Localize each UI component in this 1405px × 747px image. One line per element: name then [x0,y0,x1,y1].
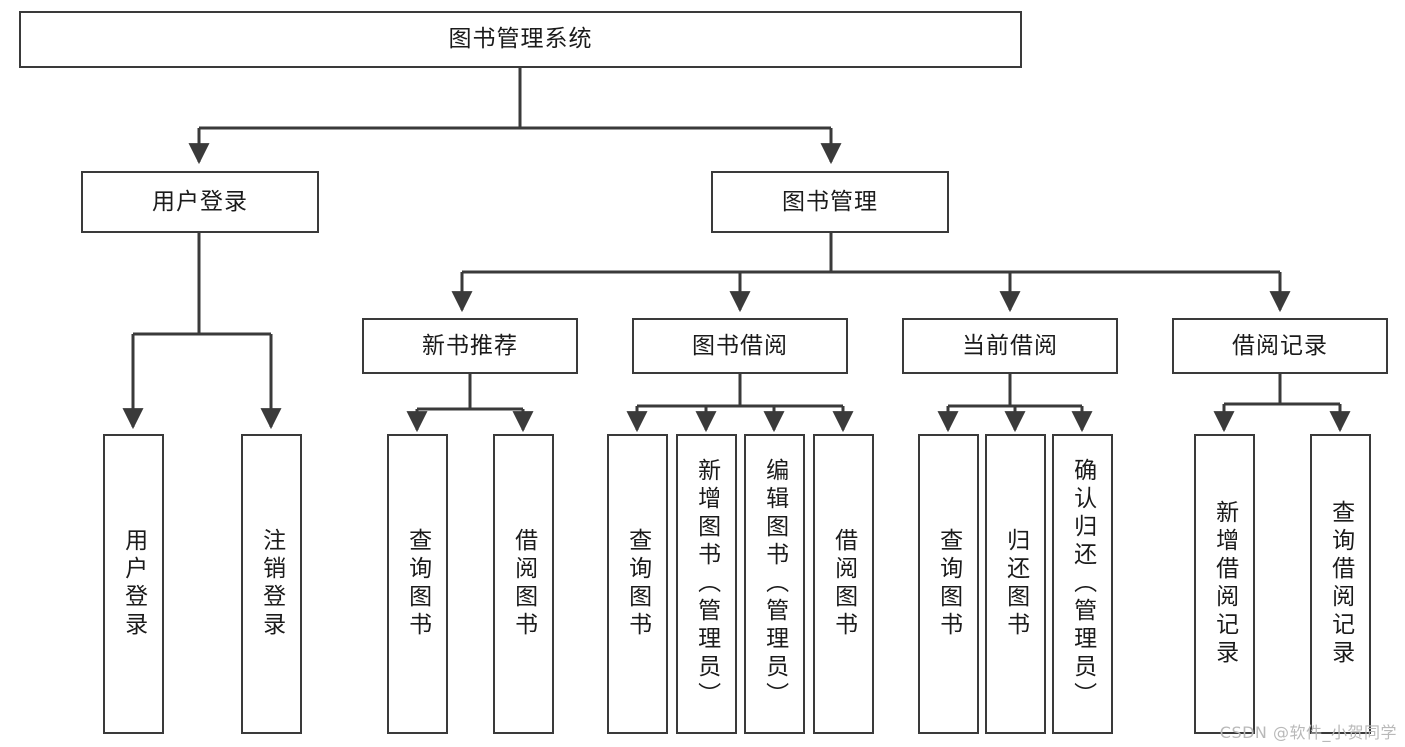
node-label: 借阅图书 [830,528,857,640]
node-leaf-add-borrow-record[interactable]: 新增借阅记录 [1194,434,1255,734]
node-label: 新增借阅记录 [1211,500,1238,668]
node-leaf-add-book[interactable]: 新增图书（管理员） [676,434,737,734]
node-label: 归还图书 [1002,528,1029,640]
node-leaf-query-book-2[interactable]: 查询图书 [607,434,668,734]
node-label: 确认归还（管理员） [1069,458,1096,710]
node-label: 新增图书（管理员） [693,458,720,710]
node-label: 当前借阅 [962,332,1058,359]
node-borrow-record[interactable]: 借阅记录 [1172,318,1388,374]
node-book-borrow[interactable]: 图书借阅 [632,318,848,374]
node-label: 用户登录 [120,528,147,640]
node-label: 查询借阅记录 [1327,500,1354,668]
node-label: 查询图书 [404,528,431,640]
node-label: 编辑图书（管理员） [761,458,788,710]
node-leaf-confirm-return[interactable]: 确认归还（管理员） [1052,434,1113,734]
node-current-borrow[interactable]: 当前借阅 [902,318,1118,374]
node-book-management[interactable]: 图书管理 [711,171,949,233]
node-system-root[interactable]: 图书管理系统 [19,11,1022,68]
node-leaf-edit-book[interactable]: 编辑图书（管理员） [744,434,805,734]
node-label: 新书推荐 [422,332,518,359]
node-label: 查询图书 [624,528,651,640]
node-leaf-query-borrow-record[interactable]: 查询借阅记录 [1310,434,1371,734]
node-label: 图书管理 [782,188,878,215]
node-label: 查询图书 [935,528,962,640]
node-leaf-user-login[interactable]: 用户登录 [103,434,164,734]
node-leaf-borrow-book-1[interactable]: 借阅图书 [493,434,554,734]
node-label: 注销登录 [258,528,285,640]
node-label: 借阅图书 [510,528,537,640]
node-new-book-recommend[interactable]: 新书推荐 [362,318,578,374]
node-leaf-query-book-1[interactable]: 查询图书 [387,434,448,734]
node-leaf-query-book-3[interactable]: 查询图书 [918,434,979,734]
node-leaf-borrow-book-2[interactable]: 借阅图书 [813,434,874,734]
node-user-login[interactable]: 用户登录 [81,171,319,233]
node-label: 图书借阅 [692,332,788,359]
node-leaf-return-book[interactable]: 归还图书 [985,434,1046,734]
node-leaf-logout-login[interactable]: 注销登录 [241,434,302,734]
csdn-watermark: CSDN @软件_小贺同学 [1219,723,1397,742]
node-label: 用户登录 [152,188,248,215]
node-label: 图书管理系统 [448,26,593,53]
node-label: 借阅记录 [1232,332,1328,359]
